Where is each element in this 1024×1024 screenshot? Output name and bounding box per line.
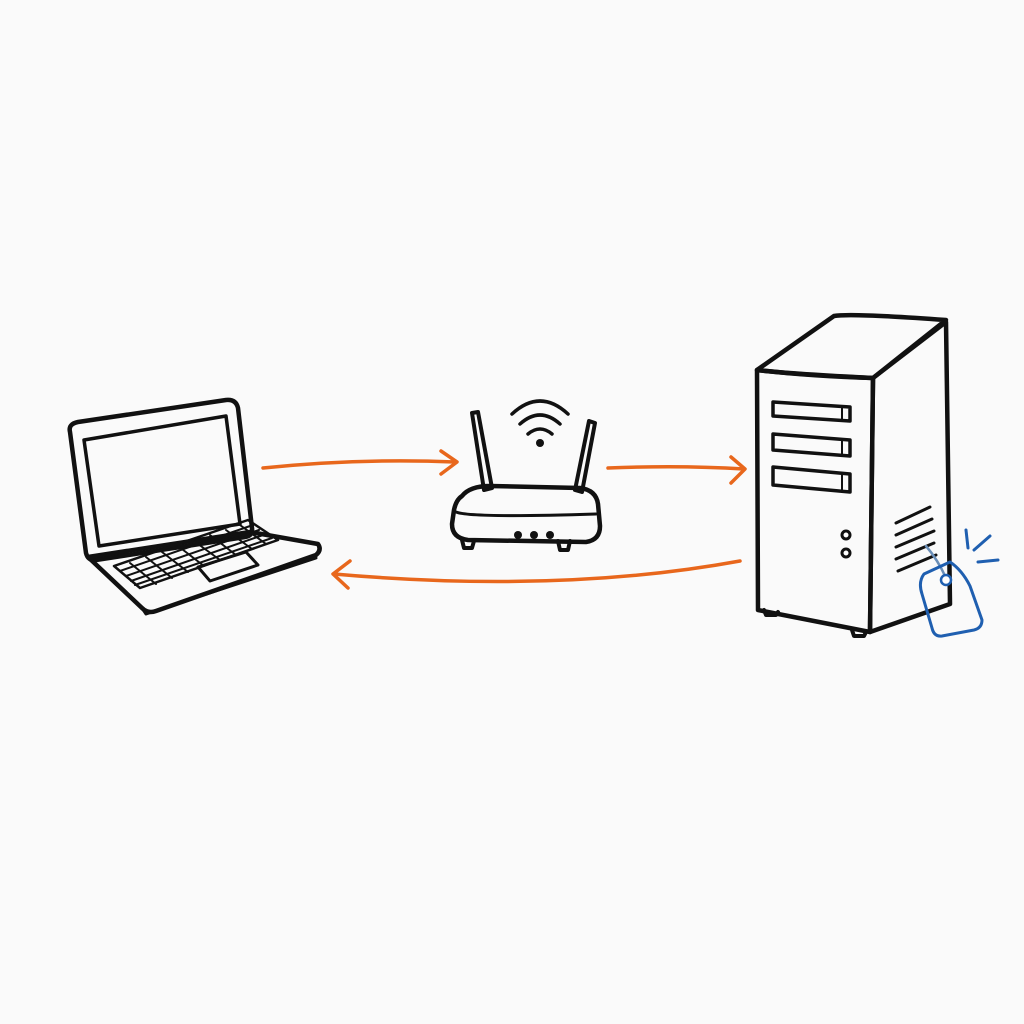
router-led (546, 531, 554, 539)
server-tower-icon (754, 312, 953, 638)
arrow-router-to-server (606, 455, 747, 485)
laptop-icon (67, 397, 322, 616)
arrow-laptop-to-router (261, 449, 459, 476)
wifi-router-icon (449, 410, 603, 552)
price-tag-icon (918, 544, 984, 638)
router-led (514, 531, 522, 539)
arrow-server-to-laptop (331, 559, 742, 590)
sparkle-icon (964, 528, 1000, 564)
router-led (530, 531, 538, 539)
wifi-signal-icon (510, 399, 570, 447)
